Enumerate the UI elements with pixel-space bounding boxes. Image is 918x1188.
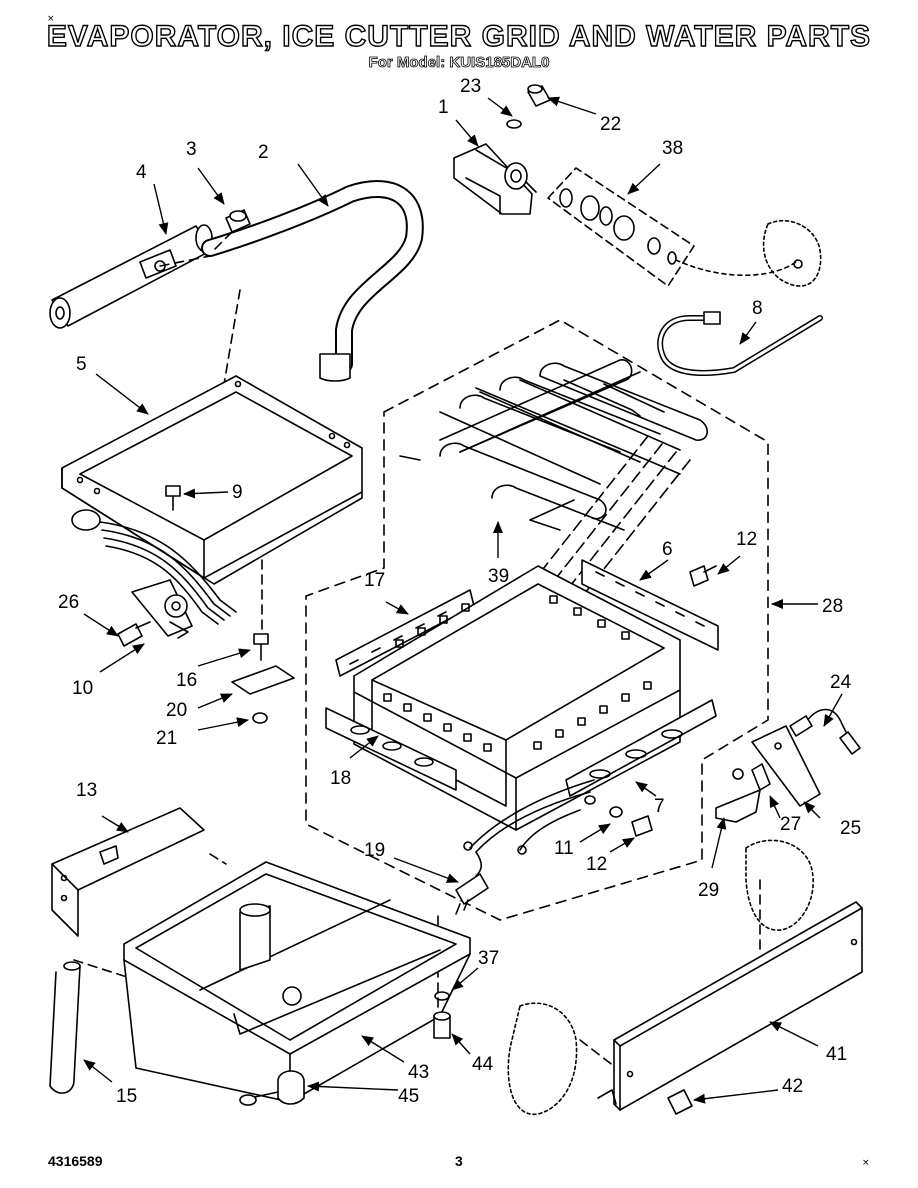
callout-41: 41 xyxy=(826,1044,847,1065)
part-24-power-cord xyxy=(789,708,861,755)
callout-12-upper: 12 xyxy=(736,529,757,550)
part-26-screw xyxy=(117,621,151,647)
callout-43: 43 xyxy=(408,1062,429,1083)
callout-7: 7 xyxy=(654,796,665,817)
callout-3: 3 xyxy=(186,139,197,160)
part-13-bracket xyxy=(51,807,205,937)
part-9-screw xyxy=(165,485,181,511)
callout-27: 27 xyxy=(780,814,801,835)
part-19-wire-harness xyxy=(455,779,595,915)
phantom-outlines xyxy=(507,839,814,1115)
part-45-drain-fitting xyxy=(239,1070,305,1106)
model-subtitle: For Model: KUIS185DAL0 xyxy=(368,54,550,72)
callout-22: 22 xyxy=(600,114,621,135)
part-8-fill-tube xyxy=(657,311,823,376)
callout-28: 28 xyxy=(822,596,843,617)
callout-44: 44 xyxy=(472,1054,494,1075)
part-39-cutter-grid xyxy=(399,359,708,531)
callout-25: 25 xyxy=(840,818,861,839)
part-22-fitting xyxy=(527,84,551,107)
callout-37: 37 xyxy=(478,948,499,969)
corner-mark-bottom-right: × xyxy=(862,1158,870,1168)
part-21-nut xyxy=(252,712,268,724)
part-38-fitting-kit xyxy=(547,167,822,287)
part-11-washer xyxy=(609,806,623,818)
part-12-screw-lower xyxy=(631,815,653,837)
corner-mark-top-left: × xyxy=(47,14,55,24)
part-25-bracket xyxy=(751,725,821,807)
part-4-water-tube xyxy=(49,224,213,329)
callout-19: 19 xyxy=(364,840,385,861)
callout-38: 38 xyxy=(662,138,683,159)
callout-6: 6 xyxy=(662,539,673,560)
part-27-cap xyxy=(751,763,771,791)
cutter-grid-frame xyxy=(353,565,681,831)
part-6-rail-right xyxy=(581,559,719,651)
callout-29: 29 xyxy=(698,880,719,901)
washer-small xyxy=(584,795,596,805)
callout-20: 20 xyxy=(166,700,187,721)
page-number: 3 xyxy=(455,1153,463,1169)
alignment-lines-upper xyxy=(159,231,263,641)
part-44-fitting xyxy=(433,1011,451,1039)
part-37-washer xyxy=(434,991,450,1001)
callout-24: 24 xyxy=(830,672,852,693)
callout-5: 5 xyxy=(76,354,87,375)
page-title: EVAPORATOR, ICE CUTTER GRID AND WATER PA… xyxy=(46,19,872,53)
part-2-drain-hose xyxy=(201,180,424,382)
callout-13: 13 xyxy=(76,780,97,801)
callout-12-lower: 12 xyxy=(586,854,607,875)
callout-17: 17 xyxy=(364,570,385,591)
part-number: 4316589 xyxy=(48,1153,103,1169)
callout-26: 26 xyxy=(58,592,79,613)
callout-39: 39 xyxy=(488,566,509,587)
callout-1: 1 xyxy=(438,97,449,118)
callout-16: 16 xyxy=(176,670,197,691)
callout-45: 45 xyxy=(398,1086,419,1107)
callout-11: 11 xyxy=(554,838,574,859)
callout-42: 42 xyxy=(782,1076,803,1097)
part-41-front-panel xyxy=(597,901,863,1111)
part-12-screw-upper xyxy=(689,565,717,587)
callout-21: 21 xyxy=(156,728,177,749)
callout-4: 4 xyxy=(136,162,147,183)
callout-10: 10 xyxy=(72,678,93,699)
part-16-screw xyxy=(253,633,269,661)
callout-2: 2 xyxy=(258,142,269,163)
part-7-rail-bottom-right xyxy=(565,699,717,797)
part-20-bracket xyxy=(231,665,295,695)
part-1-water-valve xyxy=(453,143,537,215)
callout-23: 23 xyxy=(460,76,481,97)
callout-8: 8 xyxy=(752,298,763,319)
part-29-cover xyxy=(715,768,761,823)
callout-9: 9 xyxy=(232,482,243,503)
part-23-washer xyxy=(506,119,522,129)
part-28-grid-assembly-outline xyxy=(305,319,769,921)
part-10-clip-bracket xyxy=(131,579,193,639)
part-43-water-trough xyxy=(123,861,471,1103)
callout-leader-lines xyxy=(83,96,843,1104)
callout-labels: 1 2 3 4 5 6 7 8 9 10 11 12 12 13 15 16 1… xyxy=(58,76,861,1107)
part-42-screw xyxy=(667,1089,693,1115)
callout-18: 18 xyxy=(330,768,351,789)
part-5-evaporator xyxy=(61,375,363,625)
callout-15: 15 xyxy=(116,1086,137,1107)
part-15-drain-tube xyxy=(49,961,81,1094)
part-3-grommet xyxy=(225,209,251,233)
part-18-rail-bottom-left xyxy=(325,707,457,791)
